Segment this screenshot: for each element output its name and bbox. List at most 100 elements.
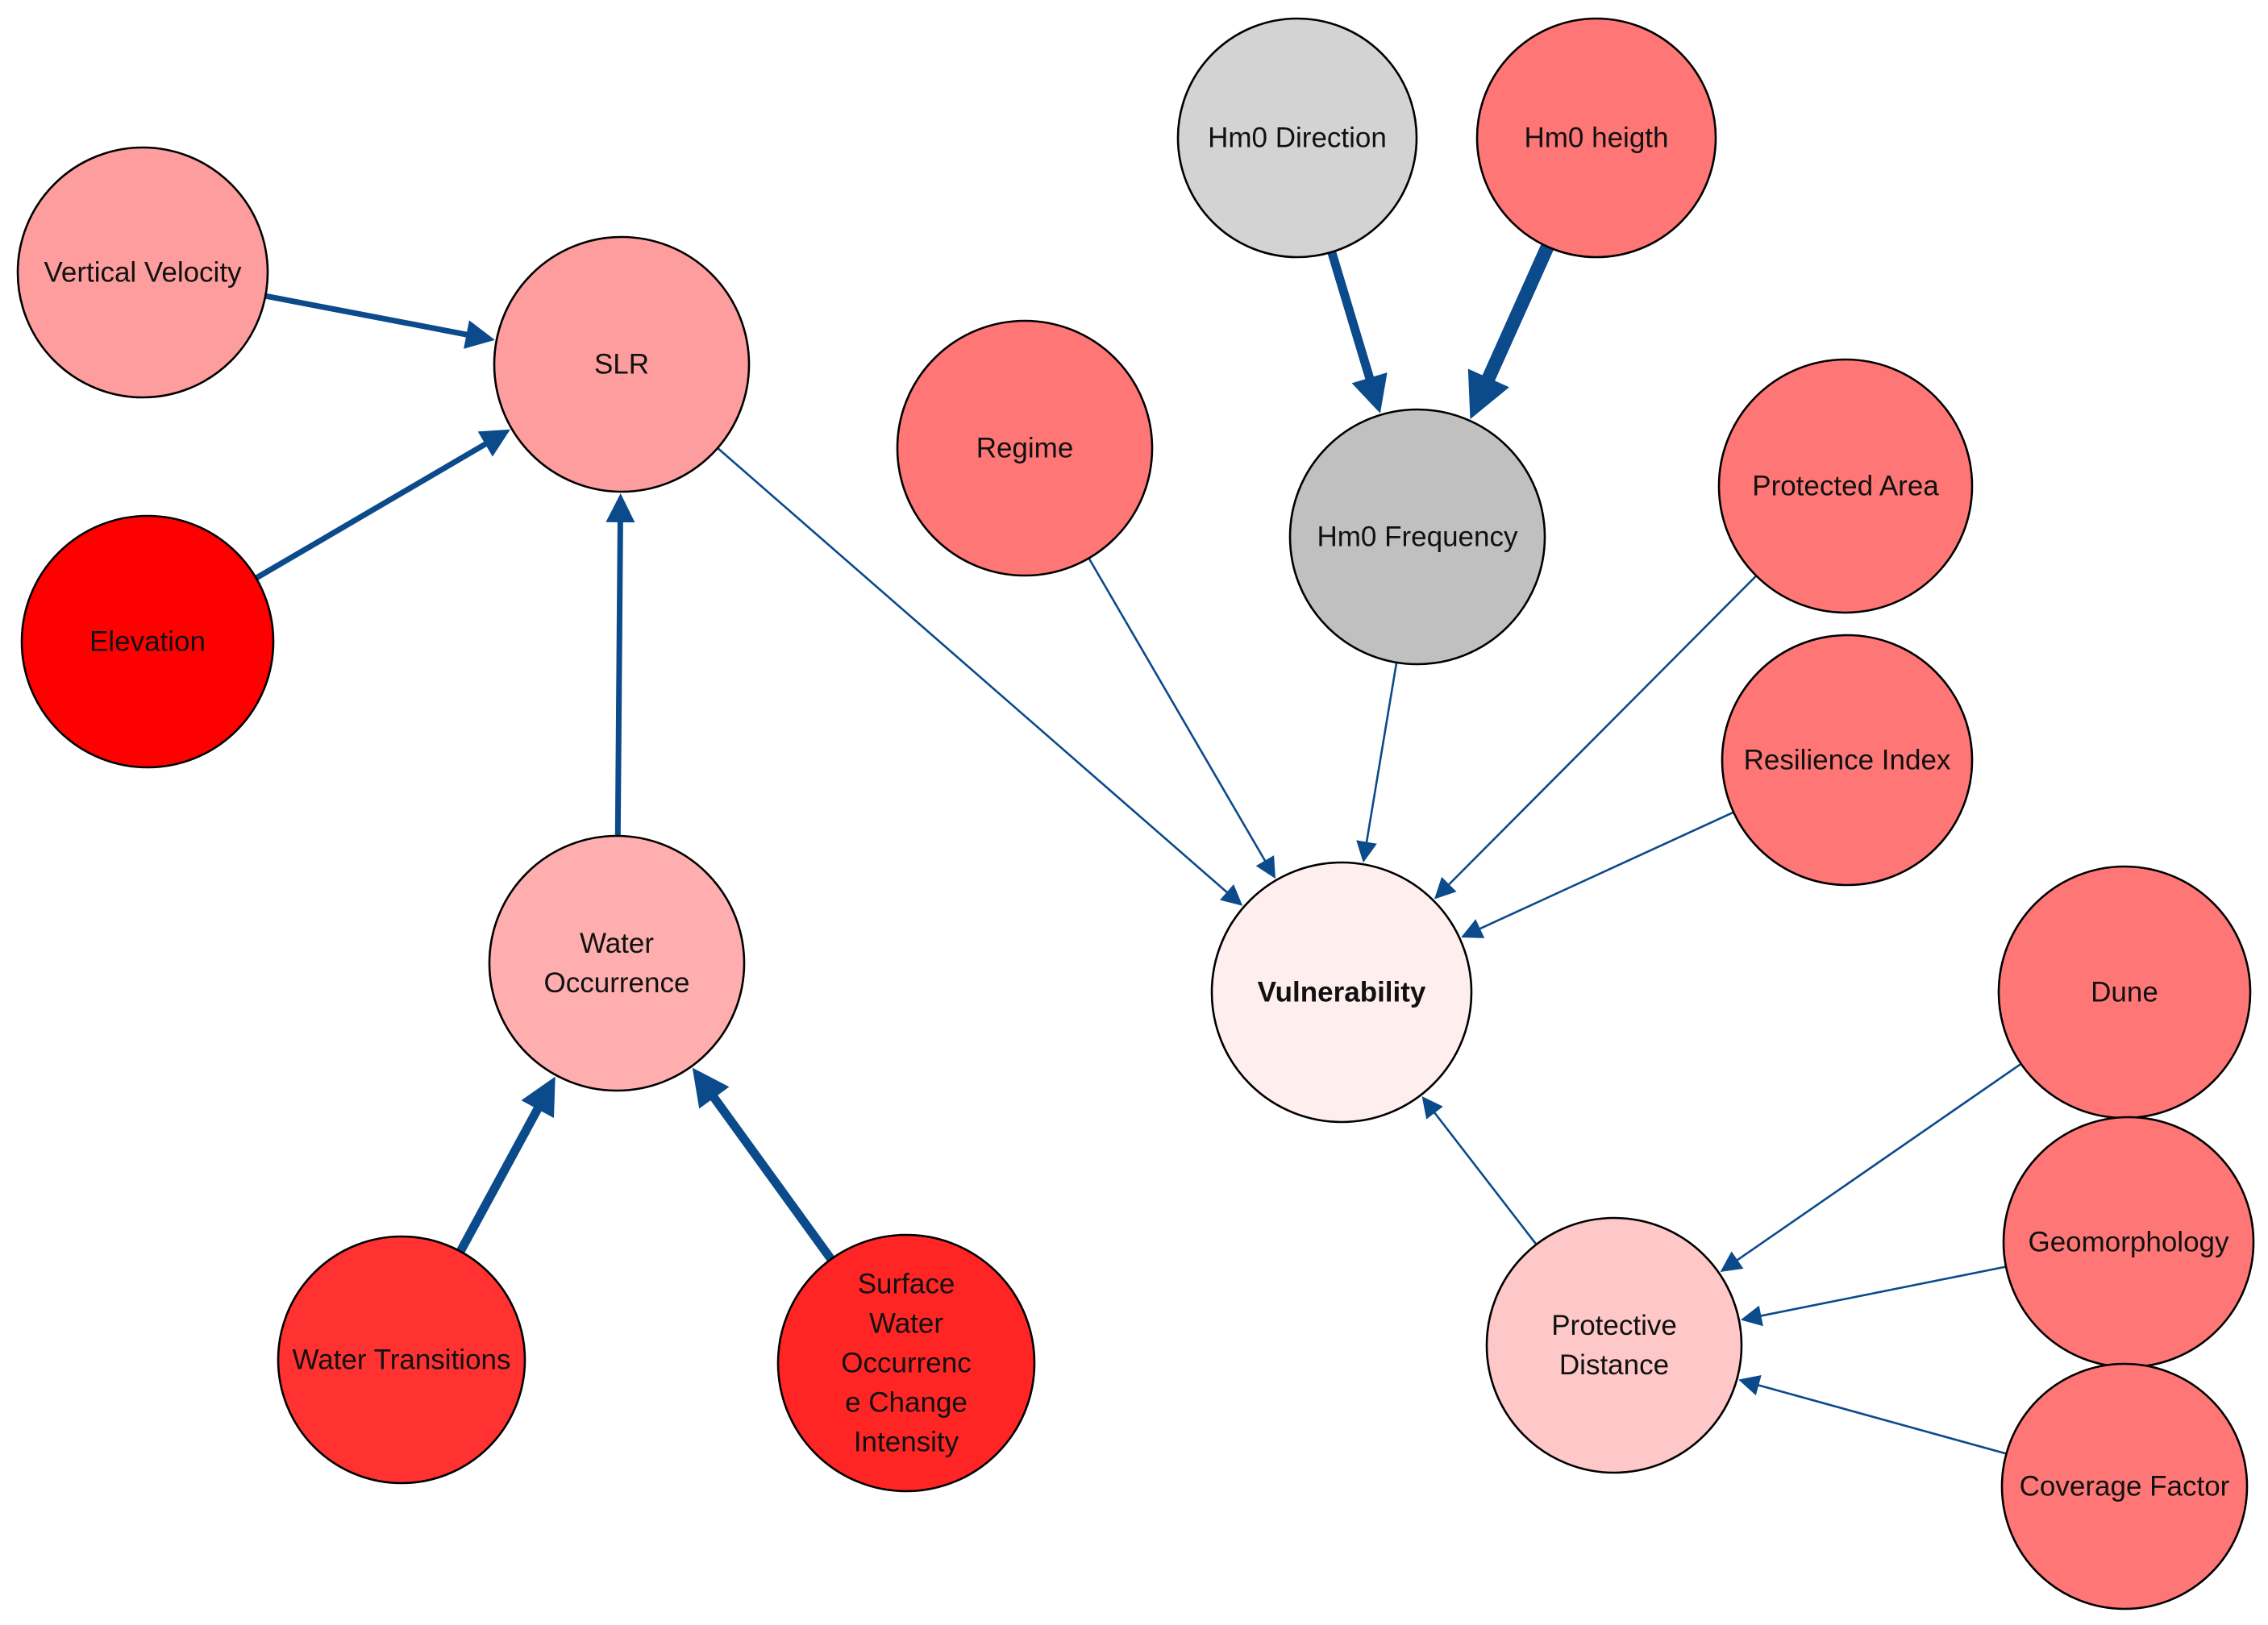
edge-elevation-to-slr bbox=[254, 429, 510, 581]
edge-line bbox=[1088, 557, 1267, 863]
node-hm0-frequency: Hm0 Frequency bbox=[1288, 408, 1546, 666]
node-circle bbox=[20, 514, 275, 769]
node-label: Protected Area bbox=[1752, 471, 1939, 502]
arrowhead bbox=[477, 429, 510, 457]
node-label: Geomorphology bbox=[2028, 1227, 2229, 1258]
node-label: Water Transitions bbox=[292, 1344, 510, 1376]
edge-coverage_factor-to-protective_distance bbox=[1738, 1375, 2007, 1455]
arrowhead bbox=[1738, 1375, 1762, 1396]
node-circle bbox=[277, 1235, 526, 1485]
edge-line bbox=[1756, 1383, 2007, 1455]
edge-geomorphology-to-protective_distance bbox=[1740, 1266, 2007, 1327]
node-water-transitions: Water Transitions bbox=[277, 1235, 526, 1485]
node-label: Elevation bbox=[89, 626, 206, 658]
node-label: Water bbox=[869, 1308, 943, 1340]
node-label: Protective bbox=[1551, 1310, 1677, 1341]
node-label: Hm0 Frequency bbox=[1317, 522, 1518, 553]
edge-line bbox=[254, 440, 489, 581]
node-circle bbox=[896, 319, 1154, 577]
node-label: Hm0 Direction bbox=[1208, 123, 1387, 154]
node-label: e Change bbox=[845, 1387, 968, 1419]
node-circle bbox=[1717, 358, 1974, 614]
node-label: Resilience Index bbox=[1744, 745, 1951, 776]
node-coverage-factor: Coverage Factor bbox=[2000, 1362, 2249, 1610]
node-circle bbox=[1176, 17, 1418, 259]
node-circle bbox=[2000, 1362, 2249, 1610]
node-protected-area: Protected Area bbox=[1717, 358, 1974, 614]
node-label: Intensity bbox=[854, 1427, 959, 1458]
edge-dune-to-protective_distance bbox=[1720, 1062, 2022, 1272]
edge-regime-to-vulnerability bbox=[1088, 557, 1275, 879]
edge-line bbox=[710, 1094, 835, 1262]
arrowhead bbox=[1220, 884, 1243, 906]
node-circle bbox=[1210, 861, 1473, 1124]
node-circle bbox=[1721, 634, 1974, 887]
arrowhead bbox=[1356, 840, 1377, 863]
edge-protected_area-to-vulnerability bbox=[1434, 575, 1758, 900]
arrowhead bbox=[521, 1076, 556, 1118]
node-vertical-velocity: Vertical Velocity bbox=[16, 146, 269, 399]
edge-vertical_velocity-to-slr bbox=[264, 293, 495, 349]
edge-line bbox=[1478, 811, 1734, 931]
node-circle bbox=[1288, 408, 1546, 666]
node-label: Regime bbox=[976, 433, 1074, 464]
node-label: Coverage Factor bbox=[2020, 1471, 2230, 1502]
arrowhead bbox=[1434, 876, 1457, 900]
edge-line bbox=[264, 293, 469, 338]
node-dune: Dune bbox=[1997, 865, 2252, 1120]
edge-hm0_heigth-to-hm0_frequency bbox=[1467, 243, 1554, 419]
edge-line bbox=[1433, 1111, 1538, 1245]
edge-line bbox=[1327, 251, 1375, 381]
node-label: Vertical Velocity bbox=[44, 257, 242, 289]
node-hm0-heigth: Hm0 heigth bbox=[1475, 17, 1717, 259]
edge-line bbox=[1365, 662, 1398, 844]
edge-surface_water-to-water_occurrence bbox=[692, 1067, 835, 1262]
node-label: Distance bbox=[1559, 1349, 1669, 1381]
node-circle bbox=[776, 1233, 1036, 1493]
arrowhead bbox=[605, 493, 635, 523]
edge-line bbox=[717, 447, 1229, 895]
edge-water_occurrence-to-slr bbox=[605, 493, 635, 837]
arrowhead bbox=[1421, 1096, 1443, 1120]
node-vulnerability: Vulnerability bbox=[1210, 861, 1473, 1124]
node-geomorphology: Geomorphology bbox=[2002, 1116, 2255, 1369]
node-hm0-direction: Hm0 Direction bbox=[1176, 17, 1418, 259]
node-label: Hm0 heigth bbox=[1525, 123, 1669, 154]
edge-line bbox=[1446, 575, 1758, 887]
arrowhead bbox=[1255, 855, 1275, 879]
edge-line bbox=[614, 520, 623, 837]
node-circle bbox=[16, 146, 269, 399]
edge-line bbox=[1481, 243, 1554, 383]
arrowhead bbox=[1720, 1251, 1744, 1272]
edges-layer bbox=[254, 243, 2022, 1455]
node-label: Water bbox=[580, 928, 654, 959]
edge-line bbox=[456, 1105, 543, 1254]
arrowhead bbox=[1351, 372, 1388, 414]
edge-hm0_direction-to-hm0_frequency bbox=[1327, 251, 1388, 414]
edge-protective_distance-to-vulnerability bbox=[1421, 1096, 1538, 1245]
arrowhead bbox=[464, 320, 495, 349]
node-label: Occurrenc bbox=[841, 1348, 971, 1379]
edge-line bbox=[1759, 1266, 2007, 1318]
node-circle bbox=[488, 834, 746, 1092]
nodes-layer: Vertical VelocitySLRElevationWaterOccurr… bbox=[16, 17, 2255, 1610]
node-circle bbox=[1475, 17, 1717, 259]
node-circle bbox=[1485, 1216, 1743, 1474]
edge-slr-to-vulnerability bbox=[717, 447, 1243, 906]
edge-water_transitions-to-water_occurrence bbox=[456, 1076, 556, 1254]
arrowhead bbox=[1740, 1305, 1763, 1327]
node-label: Dune bbox=[2091, 977, 2158, 1008]
edge-line bbox=[1735, 1062, 2022, 1262]
arrowhead bbox=[1467, 368, 1509, 419]
node-resilience-index: Resilience Index bbox=[1721, 634, 1974, 887]
node-elevation: Elevation bbox=[20, 514, 275, 769]
arrowhead bbox=[1461, 919, 1485, 938]
edge-resilience_index-to-vulnerability bbox=[1461, 811, 1734, 938]
edge-hm0_frequency-to-vulnerability bbox=[1356, 662, 1398, 863]
node-label: Surface bbox=[858, 1269, 955, 1300]
node-label: SLR bbox=[594, 349, 649, 380]
